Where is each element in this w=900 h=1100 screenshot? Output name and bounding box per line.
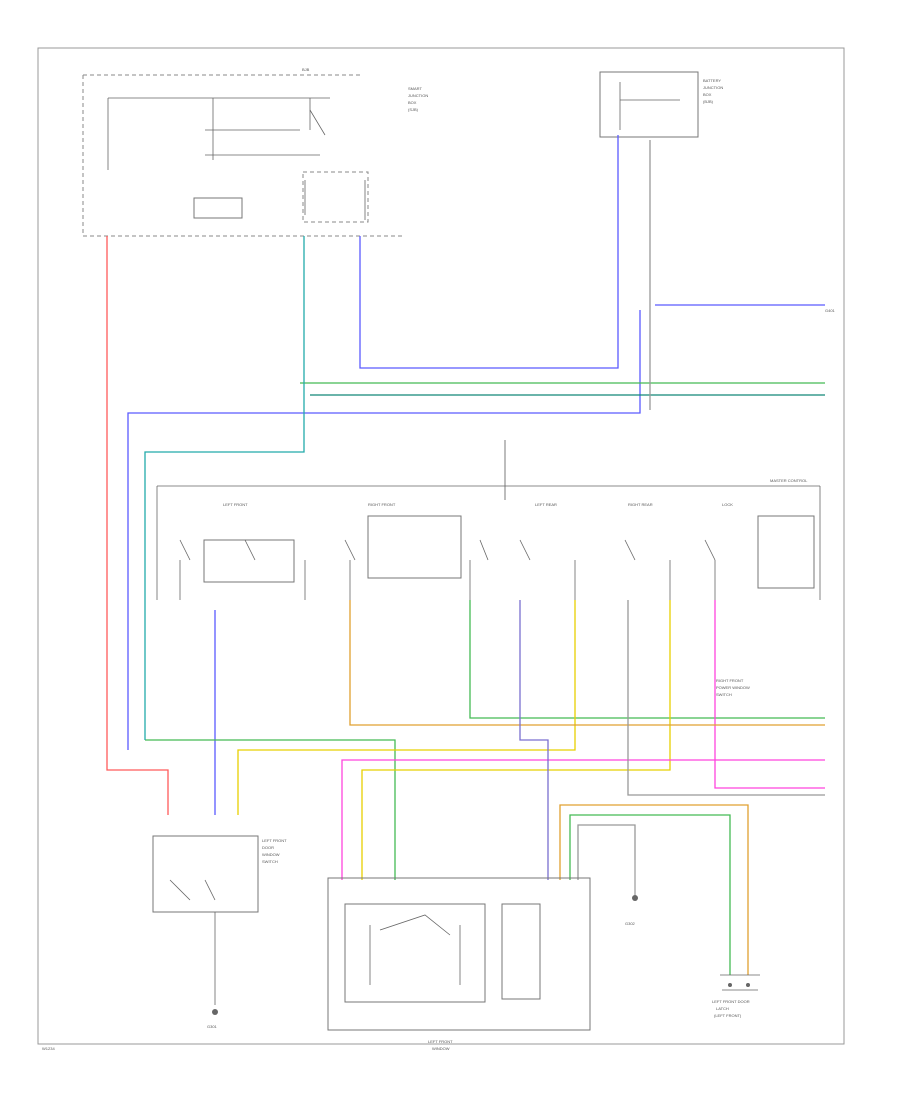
svg-text:BOX: BOX bbox=[703, 92, 712, 97]
svg-text:SWITCH: SWITCH bbox=[262, 859, 278, 864]
gray-wire bbox=[627, 600, 825, 796]
relay-dashed bbox=[302, 171, 369, 223]
orange-wire-2 bbox=[559, 804, 749, 975]
svg-text:DOOR: DOOR bbox=[262, 845, 274, 850]
switch-right-rear: RIGHT REAR bbox=[628, 502, 653, 507]
switch-left-front: LEFT FRONT bbox=[223, 502, 248, 507]
door-window-switch: LEFT FRONT DOOR WINDOW SWITCH G301 bbox=[152, 835, 287, 1029]
door-lock-actuator: LEFT FRONT DOOR LATCH (LEFT FRONT) bbox=[712, 974, 760, 1018]
teal-wire-door bbox=[569, 814, 731, 975]
svg-text:(BJB): (BJB) bbox=[703, 99, 714, 104]
window-motor-module: LEFT FRONT WINDOW G302 bbox=[327, 860, 638, 1051]
svg-text:POWER WINDOW: POWER WINDOW bbox=[716, 685, 750, 690]
svg-text:LEFT FRONT DOOR: LEFT FRONT DOOR bbox=[712, 999, 750, 1004]
ground-g302: G302 bbox=[625, 921, 636, 926]
svg-text:WINDOW: WINDOW bbox=[432, 1046, 450, 1051]
magenta-wire-2 bbox=[714, 600, 825, 789]
svg-text:SMART: SMART bbox=[408, 86, 422, 91]
svg-text:LATCH: LATCH bbox=[716, 1006, 729, 1011]
magenta-wire bbox=[341, 759, 825, 880]
yellow-wire bbox=[237, 600, 576, 815]
door-switch-label: LEFT FRONT DOOR WINDOW SWITCH bbox=[262, 838, 287, 864]
switch-lock: LOCK bbox=[722, 502, 733, 507]
fuse-box-label: SMART JUNCTION BOX (SJB) bbox=[408, 86, 428, 112]
svg-text:(LEFT FRONT): (LEFT FRONT) bbox=[714, 1013, 742, 1018]
fuse-module bbox=[193, 197, 243, 219]
svg-text:LEFT FRONT: LEFT FRONT bbox=[262, 838, 287, 843]
orange-wire bbox=[349, 600, 825, 726]
svg-text:BATTERY: BATTERY bbox=[703, 78, 721, 83]
switch-left-rear: LEFT REAR bbox=[535, 502, 557, 507]
fuse-box-title: BJB bbox=[302, 67, 310, 72]
svg-text:SWITCH: SWITCH bbox=[716, 692, 732, 697]
gray-wire-2 bbox=[577, 824, 636, 880]
green-wire-right bbox=[469, 600, 825, 719]
battery-junction-label: BATTERY JUNCTION BOX (BJB) bbox=[703, 78, 723, 104]
ground-g401: G401 bbox=[825, 308, 836, 313]
purple-wire bbox=[519, 600, 549, 880]
fuse-box: BJB SMART JUNCTION BOX (SJB) bbox=[82, 67, 428, 237]
svg-text:WINDOW: WINDOW bbox=[262, 852, 280, 857]
svg-text:LEFT FRONT: LEFT FRONT bbox=[428, 1039, 453, 1044]
svg-text:JUNCTION: JUNCTION bbox=[703, 85, 723, 90]
page-frame bbox=[37, 47, 845, 1045]
yellow-wire-2 bbox=[361, 600, 671, 880]
blue-wire-left bbox=[127, 310, 641, 750]
battery-junction-box: BATTERY JUNCTION BOX (BJB) bbox=[599, 71, 723, 138]
footer-left: W1234 bbox=[42, 1046, 55, 1051]
red-wire bbox=[106, 236, 169, 815]
master-switch: MASTER CONTROL LEFT FRONT RIGHT FRONT LE… bbox=[156, 478, 821, 600]
green-wire-left bbox=[145, 739, 396, 880]
svg-text:BOX: BOX bbox=[408, 100, 417, 105]
ground-g301: G301 bbox=[207, 1024, 218, 1029]
blue-wire-top bbox=[359, 135, 619, 369]
svg-text:JUNCTION: JUNCTION bbox=[408, 93, 428, 98]
switch-right-front: RIGHT FRONT bbox=[368, 502, 396, 507]
svg-text:RIGHT FRONT: RIGHT FRONT bbox=[716, 678, 744, 683]
svg-text:(SJB): (SJB) bbox=[408, 107, 419, 112]
master-switch-title: MASTER CONTROL bbox=[770, 478, 808, 483]
door-lock-label: LEFT FRONT DOOR LATCH (LEFT FRONT) bbox=[712, 999, 750, 1018]
window-module-label: LEFT FRONT WINDOW bbox=[428, 1039, 453, 1051]
relay-label: RIGHT FRONT POWER WINDOW SWITCH bbox=[716, 678, 750, 697]
cyan-wire bbox=[144, 236, 305, 740]
